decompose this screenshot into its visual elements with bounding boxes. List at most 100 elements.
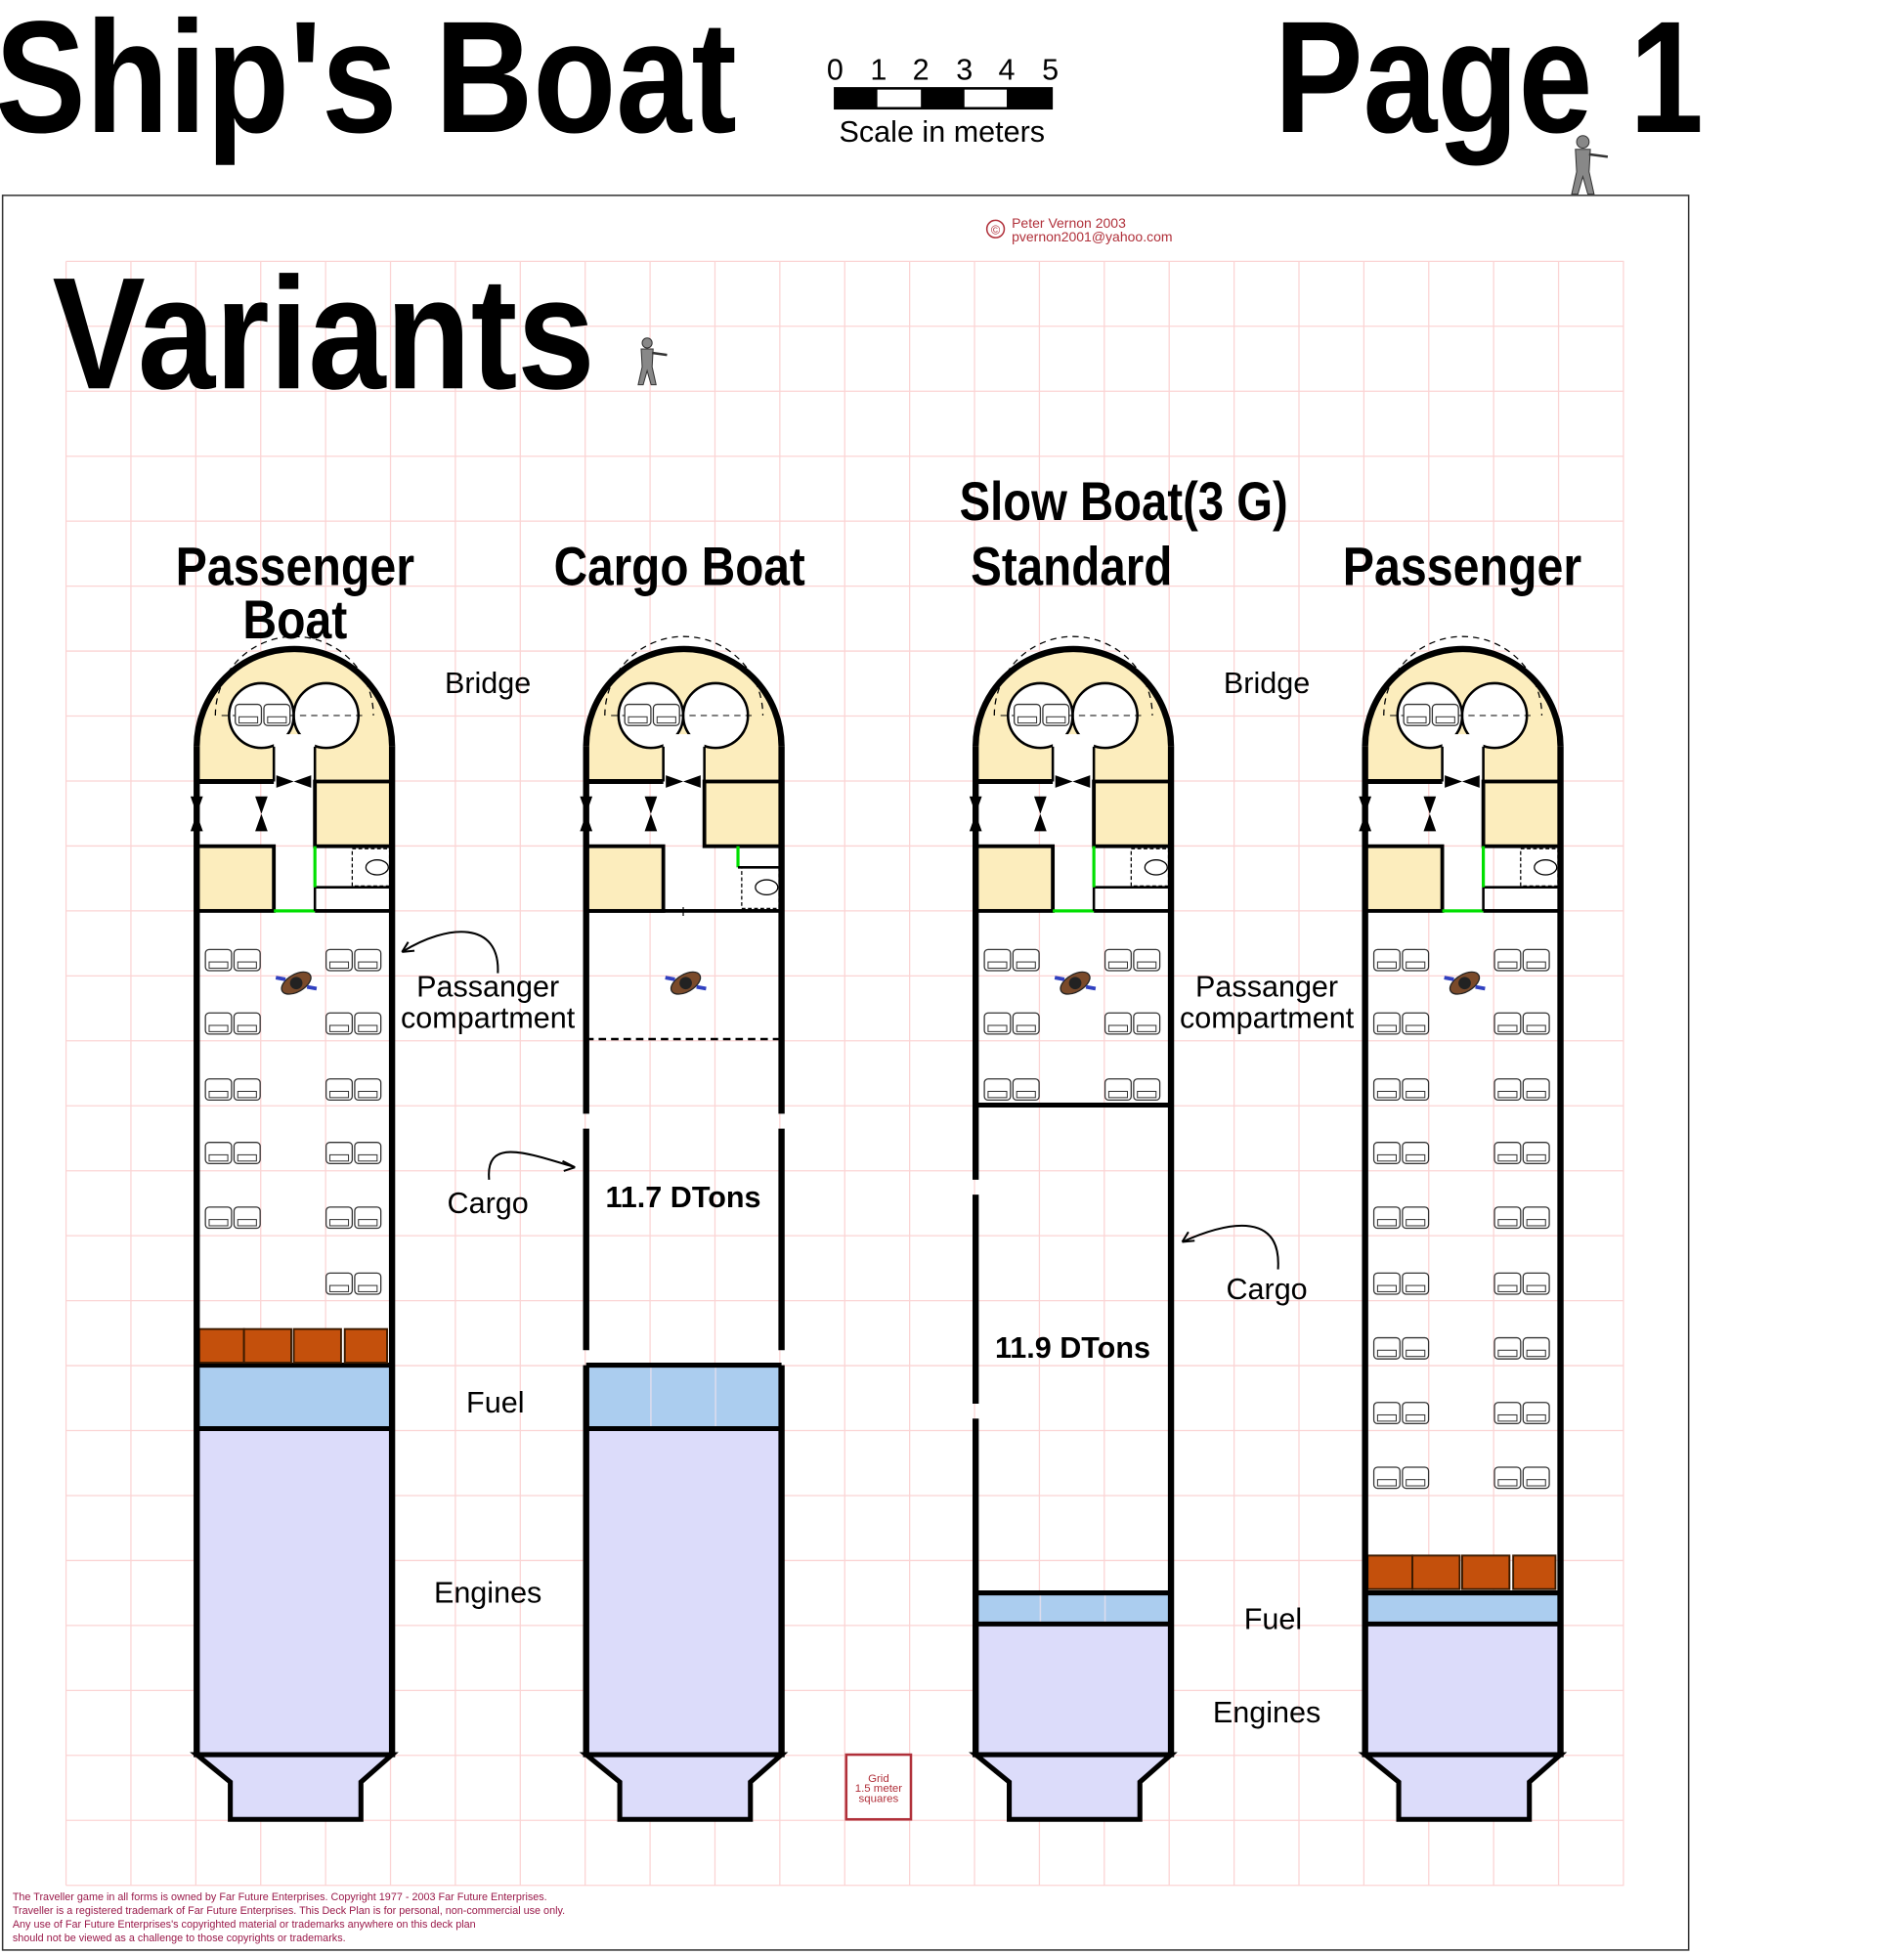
seat-icon	[233, 1012, 261, 1035]
seat-icon	[1372, 1078, 1401, 1102]
figure-head	[641, 337, 653, 349]
seat-icon	[354, 1078, 382, 1102]
seat-cushion	[1526, 1024, 1546, 1032]
scale-tick-1: 1	[870, 53, 887, 86]
running-figure-icon	[637, 337, 668, 386]
seat-cushion	[987, 1024, 1008, 1032]
seat-icon	[1522, 1402, 1550, 1425]
seat-cushion	[1137, 961, 1157, 969]
seat-cushion	[1016, 1024, 1036, 1032]
fuel-tank	[585, 1365, 782, 1429]
seat-cushion	[358, 1024, 378, 1032]
section-title: Variants	[53, 243, 595, 422]
seat-icon	[1103, 948, 1132, 972]
grid-note-1: Grid	[868, 1773, 889, 1785]
seat-icon	[1522, 1012, 1550, 1035]
seat-pair-icon	[1403, 703, 1459, 726]
seat-cushion	[358, 1219, 378, 1227]
seat-icon	[354, 948, 382, 972]
seat-cushion	[237, 1219, 257, 1227]
arrow-cargo-2	[1182, 1224, 1279, 1270]
seat-pair-icon	[325, 948, 382, 972]
crew-figure-icon	[275, 971, 318, 995]
crew-arm	[665, 976, 675, 981]
seat-cushion	[1376, 1153, 1397, 1162]
seat-icon	[204, 1206, 233, 1230]
seat-cushion	[1406, 961, 1426, 969]
seat-cushion	[1406, 1153, 1426, 1162]
seat-pair-icon	[1103, 948, 1161, 972]
seat-pair-icon	[325, 1142, 382, 1164]
seat-pair-icon	[204, 1012, 261, 1035]
fuel-tank	[196, 1365, 393, 1429]
seat-icon	[1402, 1206, 1430, 1230]
seat-pair-icon	[1493, 1142, 1550, 1164]
crew-head	[679, 977, 692, 990]
seat-cushion	[208, 1153, 229, 1162]
seat-pair-icon	[1493, 1206, 1550, 1230]
seat-icon	[1372, 1272, 1401, 1295]
seat-cushion	[1526, 1219, 1546, 1227]
fuel-tank	[975, 1592, 1172, 1625]
hull-dome	[1362, 645, 1564, 747]
stateroom	[974, 844, 1056, 913]
seat-cushion	[1497, 1413, 1518, 1422]
seat-cushion	[656, 716, 676, 724]
seat-cushion	[1137, 1090, 1157, 1099]
cargo-crate	[1366, 1554, 1413, 1590]
toilet-icon	[1144, 859, 1168, 876]
seat-icon	[1522, 1078, 1550, 1102]
engine-section	[975, 1624, 1172, 1756]
arrow-passenger-1	[401, 931, 499, 974]
seat-cushion	[1376, 1349, 1397, 1358]
seat-cushion	[1497, 1479, 1518, 1487]
seat-cushion	[237, 1153, 257, 1162]
ship-slow-boat	[969, 635, 1178, 1822]
seat-icon	[1012, 1012, 1040, 1035]
door-icon	[644, 796, 658, 832]
seat-icon	[1012, 948, 1040, 972]
footer-line-1: The Traveller game in all forms is owned…	[13, 1891, 547, 1903]
seat-cushion	[1406, 1024, 1426, 1032]
label-engines-2: Engines	[1213, 1696, 1320, 1729]
seat-pair-icon	[325, 1272, 382, 1295]
seat-icon	[263, 703, 291, 726]
seat-cushion	[208, 1090, 229, 1099]
variant-heading-cargo-boat: Cargo Boat	[554, 535, 805, 596]
footer-line-2: Traveller is a registered trademark of F…	[13, 1905, 565, 1917]
seat-icon	[1522, 1206, 1550, 1230]
seat-cushion	[1107, 1024, 1129, 1032]
toilet-icon	[1534, 859, 1558, 876]
seat-cushion	[1137, 1024, 1157, 1032]
seat-cushion	[987, 1090, 1008, 1099]
seat-icon	[1042, 703, 1070, 726]
seat-cushion	[208, 1219, 229, 1227]
label-passenger-2a: Passanger	[1195, 971, 1338, 1004]
label-passenger-2b: compartment	[1180, 1002, 1355, 1035]
copyright-symbol: ©	[991, 222, 1001, 237]
bridge-corridor	[663, 734, 705, 785]
seat-cushion	[358, 1284, 378, 1292]
toilet-icon	[755, 879, 779, 895]
seat-cushion	[1497, 1024, 1518, 1032]
seat-cushion	[208, 961, 229, 969]
thruster-nozzle	[579, 1752, 789, 1822]
seat-cushion	[328, 1153, 350, 1162]
seat-pair-icon	[204, 948, 261, 972]
seat-cushion	[1376, 1024, 1397, 1032]
seat-cushion	[1526, 1090, 1546, 1099]
thruster-nozzle	[190, 1752, 399, 1822]
seat-cushion	[1406, 1349, 1426, 1358]
stateroom	[702, 779, 784, 848]
figure-head	[1576, 135, 1590, 150]
bridge-corridor	[1053, 734, 1095, 785]
seat-cushion	[1406, 716, 1427, 724]
seat-icon	[1493, 1078, 1522, 1102]
hatch-icon: I	[681, 904, 685, 919]
grid-legend: Grid 1.5 meter squares	[844, 1753, 913, 1821]
seat-icon	[1103, 1012, 1132, 1035]
seat-icon	[1402, 1142, 1430, 1164]
scale-label: Scale in meters	[840, 115, 1046, 149]
label-bridge-1: Bridge	[445, 667, 531, 700]
